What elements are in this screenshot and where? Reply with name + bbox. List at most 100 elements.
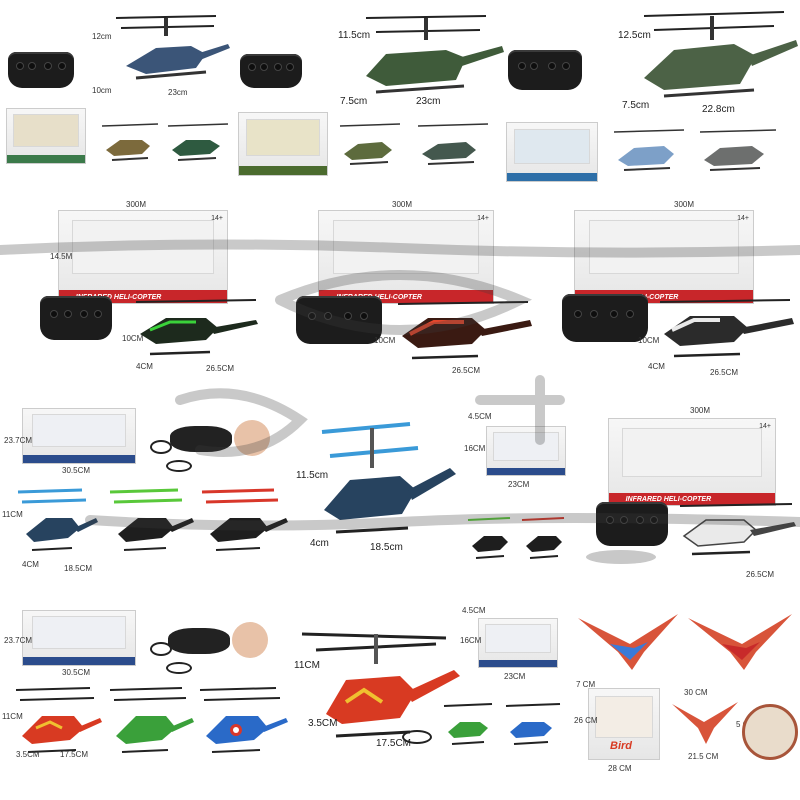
- remote-button: [518, 62, 526, 70]
- panel-infrared-white: 300M 14+ INFRARED HELI-COPTER 10CM 4CM 2…: [544, 196, 800, 392]
- box-height-label: 16CM: [460, 636, 482, 645]
- gesture-sensor-band: [168, 628, 230, 654]
- side-height-label: 10CM: [638, 336, 660, 345]
- remote-control: [240, 54, 302, 88]
- shield-hero-helicopter-small: [505, 703, 561, 745]
- remote-button: [50, 310, 58, 318]
- product-box: [506, 122, 598, 182]
- gesture-sensor-band: [170, 426, 232, 452]
- product-box: 14+ INFRARED HELI-COPTER: [574, 210, 754, 304]
- body-length-label: 21.5 CM: [688, 752, 719, 761]
- heli-length-label: 17.5CM: [60, 750, 89, 759]
- remote-button: [274, 63, 282, 71]
- product-box: 14+ INFRARED HELI-COPTER: [608, 418, 776, 506]
- remote-button: [562, 62, 570, 70]
- hand-with-band: [232, 622, 268, 658]
- panel-gesture-helicopter-set: 23.7CM 30.5CM 11CM 4CM 18.5CM: [0, 400, 290, 590]
- depth-label: 7.5cm: [340, 96, 368, 107]
- height-label: 12.5cm: [618, 30, 651, 41]
- side-depth-label: 4CM: [648, 362, 665, 371]
- product-box: [486, 426, 566, 476]
- red-gesture-helicopter: [201, 488, 288, 551]
- length-label: 23cm: [416, 96, 441, 107]
- remote-control: [40, 296, 112, 340]
- box-height-label: 23.7CM: [4, 436, 33, 445]
- remote-button: [548, 62, 556, 70]
- green-hero-helicopter: [109, 687, 194, 753]
- charging-cable: [150, 642, 172, 656]
- box-height-label: 14.5M: [50, 252, 73, 261]
- olive-helicopter-variant: [101, 123, 159, 161]
- side-length-label: 26.5CM: [710, 368, 739, 377]
- bird-dimension-diagram: [672, 702, 738, 744]
- launch-hand-illustration: [742, 704, 798, 760]
- utility-helicopter: [643, 11, 798, 98]
- remote-button: [308, 312, 316, 320]
- usb-cable: [402, 730, 432, 744]
- red-flying-bird: [688, 614, 792, 670]
- box-width-label: 300M: [690, 406, 711, 415]
- box-width-label: 28 CM: [608, 764, 632, 773]
- remote-button: [636, 516, 644, 524]
- remote-button: [80, 310, 88, 318]
- spare-parts: [586, 550, 656, 564]
- box-height-label: 23.7CM: [4, 636, 33, 645]
- depth-label: 10cm: [92, 86, 112, 95]
- box-width-label: 23CM: [504, 672, 526, 681]
- remote-button: [610, 310, 618, 318]
- remote-control: [508, 50, 582, 90]
- hand-with-band: [234, 420, 270, 456]
- depth-label: 7.5cm: [622, 100, 650, 111]
- remote-button: [590, 310, 598, 318]
- remote-control: [596, 502, 668, 546]
- box-width-label: 30.5CM: [62, 466, 91, 475]
- blue-flying-bird: [578, 614, 678, 670]
- remote-button: [64, 310, 72, 318]
- length-label: 18.5cm: [370, 542, 403, 553]
- length-label: 22.8cm: [702, 104, 735, 115]
- bird-box: Bird: [588, 688, 660, 760]
- olive-helicopter-variant: [339, 123, 401, 165]
- box-depth-label: 4.5CM: [468, 412, 492, 421]
- box-depth-label: 7 CM: [576, 680, 596, 689]
- green-infrared-helicopter: [135, 299, 258, 356]
- remote-button: [650, 516, 658, 524]
- box-title: Bird: [610, 740, 632, 752]
- shield-hero-helicopter: [199, 687, 288, 753]
- age-badge: 14+: [477, 215, 489, 222]
- remote-control: [8, 52, 74, 88]
- box-width-label: 23CM: [508, 480, 530, 489]
- box-height-label: 26 CM: [574, 716, 598, 725]
- panel-infrared-white-set: 300M 14+ INFRARED HELI-COPTER 26.5CM: [580, 400, 800, 590]
- grey-green-helicopter-variant: [417, 123, 489, 165]
- remote-button: [360, 312, 368, 320]
- product-box: 14+ INFRARED HELI-COPTER: [318, 210, 494, 304]
- panel-blue-gesture-closeup: 11.5cm 4cm 18.5cm: [296, 400, 462, 590]
- box-depth-label: 4.5CM: [462, 606, 486, 615]
- usb-cable: [166, 662, 192, 674]
- side-length-label: 26.5CM: [746, 570, 775, 579]
- blue-gesture-helicopter-large: [321, 422, 456, 534]
- remote-button: [248, 63, 256, 71]
- wing-span-label: 30 CM: [684, 688, 708, 697]
- charging-cable: [150, 440, 172, 454]
- age-badge: 14+: [211, 215, 223, 222]
- remote-button: [286, 63, 294, 71]
- height-label: 12cm: [92, 32, 112, 41]
- product-box: [238, 112, 328, 176]
- panel-infrared-green: 300M 14+ INFRARED HELI-COPTER 14.5M 10CM…: [0, 196, 264, 392]
- heli-depth-label: 4CM: [22, 560, 39, 569]
- height-label: 11.5cm: [296, 470, 329, 481]
- remote-button: [260, 63, 268, 71]
- remote-button: [344, 312, 352, 320]
- heli-length-label: 18.5CM: [64, 564, 93, 573]
- blue-helicopter-variant: [613, 129, 685, 171]
- remote-button: [58, 62, 66, 70]
- box-width-label: 30.5CM: [62, 668, 91, 677]
- iron-hero-helicopter-large: [301, 632, 460, 738]
- remote-button: [606, 516, 614, 524]
- age-badge: 14+: [737, 215, 749, 222]
- green-gesture-helicopter-small: [467, 517, 511, 559]
- length-label: 17.5CM: [376, 738, 412, 749]
